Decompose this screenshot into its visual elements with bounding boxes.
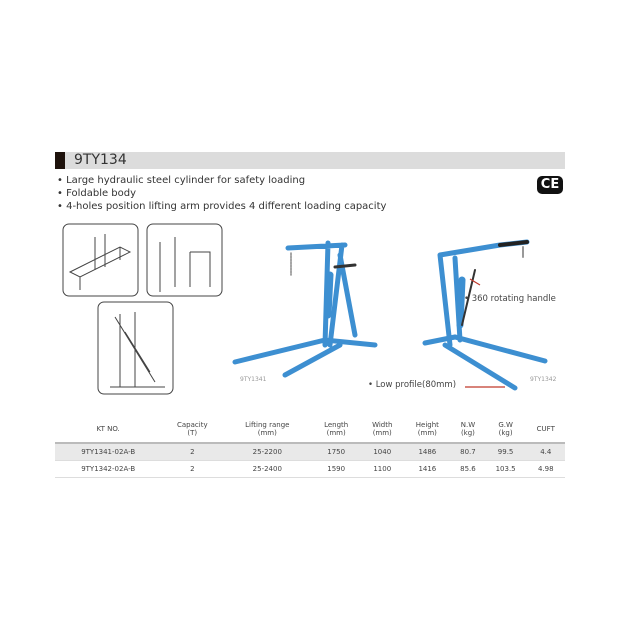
- table-cell: 4.98: [526, 460, 565, 478]
- crane-illustrations: [232, 239, 548, 391]
- feature-text: Large hydraulic steel cylinder for safet…: [66, 175, 306, 186]
- column-header: Lifting range(mm): [223, 416, 312, 444]
- detail-diagram-2: [146, 223, 223, 297]
- crane-9TY1341: [232, 240, 378, 378]
- column-header: Width(mm): [361, 416, 404, 444]
- detail-diagrams: [62, 223, 223, 395]
- table-cell: 1750: [311, 443, 362, 461]
- table-cell: 2: [161, 460, 224, 478]
- header-line: Capacity: [177, 421, 208, 429]
- table-cell: 99.5: [484, 443, 527, 461]
- header-line: Lifting range: [245, 421, 290, 429]
- detail-diagram-1: [62, 223, 139, 297]
- table-cell: 1100: [361, 460, 404, 478]
- handle-arrow-icon: [469, 278, 481, 286]
- table-cell: 4.4: [526, 443, 565, 461]
- column-header: N.W(kg): [451, 416, 485, 444]
- column-header: KT NO.: [55, 416, 162, 444]
- header-marker: [55, 152, 65, 169]
- column-header: Length(mm): [311, 416, 362, 444]
- table-cell: 1040: [361, 443, 404, 461]
- model-title: 9TY134: [74, 152, 127, 168]
- label-9TY1342: 9TY1342: [530, 376, 557, 383]
- table-cell: 25-2400: [223, 460, 312, 478]
- header-line: Height: [415, 421, 439, 429]
- header-line: KT NO.: [96, 425, 120, 433]
- callout-rotating-handle: • 360 rotating handle: [464, 294, 556, 304]
- table-cell: 80.7: [451, 443, 485, 461]
- header-line: N.W: [460, 421, 476, 429]
- header-unit: (mm): [257, 429, 277, 437]
- header-unit: (mm): [326, 429, 346, 437]
- feature-text: Foldable body: [66, 188, 137, 199]
- table-cell: 9TY1341-02A-B: [55, 443, 162, 461]
- column-header: G.W(kg): [484, 416, 527, 444]
- header-unit: (mm): [372, 429, 392, 437]
- column-header: Capacity(T): [161, 416, 224, 444]
- table-cell: 2: [161, 443, 224, 461]
- table-cell: 1416: [403, 460, 452, 478]
- table-cell: 103.5: [484, 460, 527, 478]
- table-cell: 1486: [403, 443, 452, 461]
- header-line: CUFT: [536, 425, 555, 433]
- callout-low-profile: • Low profile(80mm): [368, 380, 457, 390]
- header-line: Length: [324, 421, 349, 429]
- feature-2: • Foldable body: [57, 188, 137, 199]
- spec-table: KT NO.Capacity(T)Lifting range(mm)Length…: [55, 416, 565, 478]
- header-unit: (kg): [460, 429, 475, 437]
- column-header: CUFT: [526, 416, 565, 444]
- header-unit: (mm): [417, 429, 437, 437]
- feature-3: • 4-holes position lifting arm provides …: [57, 201, 387, 212]
- ce-mark-icon: CE: [537, 176, 563, 194]
- label-9TY1341: 9TY1341: [240, 376, 267, 383]
- header-line: G.W: [498, 421, 513, 429]
- table-cell: 25-2200: [223, 443, 312, 461]
- crane-9TY1342: [422, 239, 548, 391]
- table-cell: 9TY1342-02A-B: [55, 460, 162, 478]
- table-cell: 1590: [311, 460, 362, 478]
- model-header: 9TY134: [55, 152, 565, 169]
- table-cell: 85.6: [451, 460, 485, 478]
- column-header: Height(mm): [403, 416, 452, 444]
- header-unit: (kg): [498, 429, 513, 437]
- detail-diagram-3: [97, 301, 174, 395]
- header-line: Width: [372, 421, 393, 429]
- feature-1: • Large hydraulic steel cylinder for saf…: [57, 175, 306, 186]
- feature-text: 4-holes position lifting arm provides 4 …: [66, 201, 387, 212]
- header-unit: (T): [187, 429, 198, 437]
